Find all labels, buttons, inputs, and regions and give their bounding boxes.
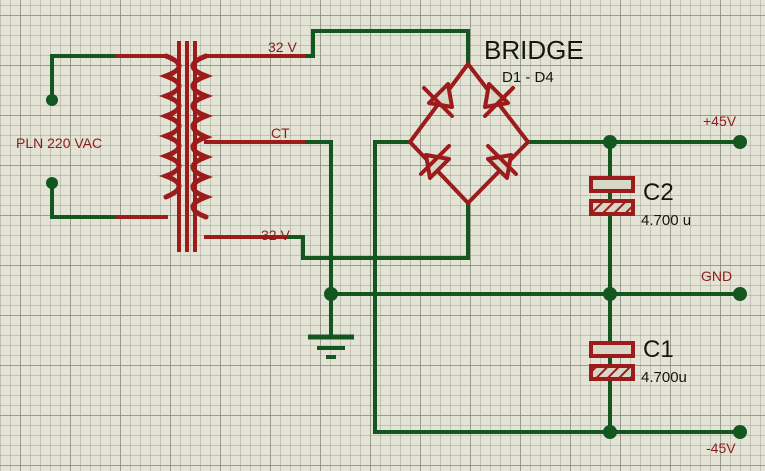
terminal-positive-dot [733,135,747,149]
terminal-negative-dot [733,425,747,439]
wire-mains-top [50,54,120,102]
diode-d2 [483,82,515,118]
capacitor-c2 [589,176,635,216]
green-wire-net [50,29,742,434]
terminal-mains-neutral [46,177,58,189]
junction-caps-ground [603,287,617,301]
wire-bridge-left-to-neg-rail [373,140,742,434]
diode-d1 [422,82,454,118]
junction-dots [46,94,747,439]
bridge-rectifier [408,62,530,205]
junction-c1-negative [603,425,617,439]
wire-ct-to-gnd [301,140,333,296]
wire-sec-bottom-to-bridge [284,201,470,260]
diode-d4 [486,144,518,180]
red-wire-net [116,54,305,239]
wire-mains-bottom [50,181,120,219]
capacitor-c1 [589,341,635,381]
diode-d3 [419,144,451,180]
transformer-core [177,41,197,252]
wire-sec-top-to-bridge [301,29,470,66]
earth-ground-icon [308,334,354,359]
terminal-mains-line [46,94,58,106]
terminal-ground-dot [733,287,747,301]
junction-ct-ground [324,287,338,301]
junction-c2-positive [603,135,617,149]
bridge-arms [408,62,530,205]
